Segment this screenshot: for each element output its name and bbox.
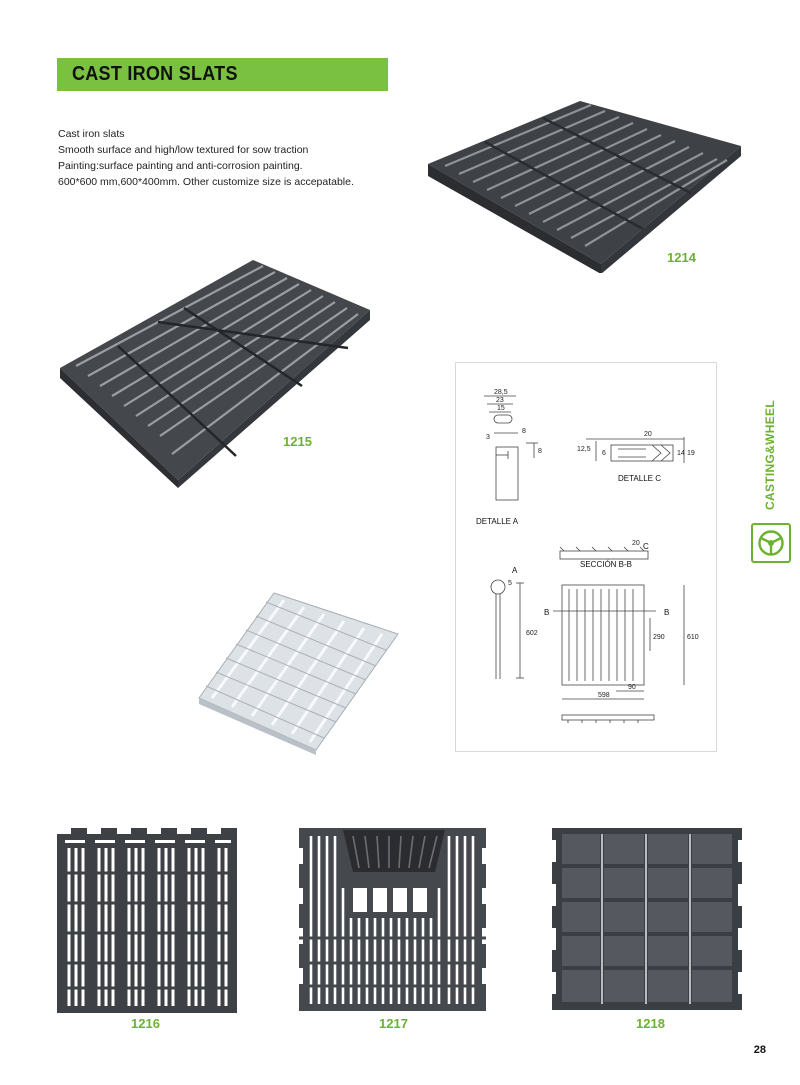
product-image-1217 — [299, 828, 486, 1011]
description-line: 600*600 mm,600*400mm. Other customize si… — [58, 176, 354, 188]
product-code-1216: 1216 — [131, 1016, 160, 1031]
marker-b: B — [544, 608, 549, 617]
side-label-text: CASTING&WHEEL — [763, 400, 777, 510]
dim-label: 602 — [526, 630, 538, 637]
dim-label: 90 — [628, 684, 636, 691]
technical-drawing: 28,5 23 15 8 3 8 12,5 6 20 14 19 20 5 60… — [455, 362, 717, 752]
product-image-plastic-slat — [198, 592, 399, 755]
dim-label: 15 — [497, 405, 505, 412]
product-code-1215: 1215 — [283, 434, 312, 449]
product-image-1216 — [57, 828, 237, 1013]
product-image-1218 — [552, 828, 742, 1010]
dim-label: 20 — [632, 540, 640, 547]
dim-label: 8 — [522, 428, 526, 435]
product-image-1215 — [60, 260, 370, 488]
marker-b: B — [664, 608, 669, 617]
product-code-1217: 1217 — [379, 1016, 408, 1031]
section-bb-label: SECCIÓN B-B — [580, 560, 632, 569]
dim-label: 8 — [538, 448, 542, 455]
dim-label: 290 — [653, 634, 665, 641]
dim-label: 23 — [496, 397, 504, 404]
dim-label: 598 — [598, 692, 610, 699]
technical-drawing-lines: 28,5 23 15 8 3 8 12,5 6 20 14 19 20 5 60… — [476, 389, 699, 723]
steering-wheel-icon — [751, 523, 791, 563]
page-number: 28 — [753, 1044, 766, 1056]
dim-label: 610 — [687, 634, 699, 641]
dim-label: 19 — [687, 450, 695, 457]
title-bar: CAST IRON SLATS — [57, 58, 388, 91]
product-code-1218: 1218 — [636, 1016, 665, 1031]
description-line: Cast iron slats — [58, 128, 125, 140]
page-title: CAST IRON SLATS — [72, 63, 238, 85]
detail-c-label: DETALLE C — [618, 474, 661, 483]
dim-label: 14 — [677, 450, 685, 457]
dim-label: 20 — [644, 431, 652, 438]
marker-a: A — [512, 566, 518, 575]
marker-c: C — [643, 542, 649, 551]
section-side-label: CASTING&WHEEL — [755, 395, 785, 515]
dim-label: 28,5 — [494, 389, 508, 396]
product-description: Cast iron slats Smooth surface and high/… — [58, 126, 418, 190]
product-image-1214 — [428, 101, 741, 273]
detail-a-label: DETALLE A — [476, 517, 519, 526]
dim-label: 6 — [602, 450, 606, 457]
dim-label: 3 — [486, 434, 490, 441]
dim-label: 12,5 — [577, 446, 591, 453]
description-line: Smooth surface and high/low textured for… — [58, 144, 309, 156]
product-code-1214: 1214 — [667, 250, 696, 265]
dim-label: 5 — [508, 580, 512, 587]
description-line: Painting:surface painting and anti-corro… — [58, 160, 303, 172]
